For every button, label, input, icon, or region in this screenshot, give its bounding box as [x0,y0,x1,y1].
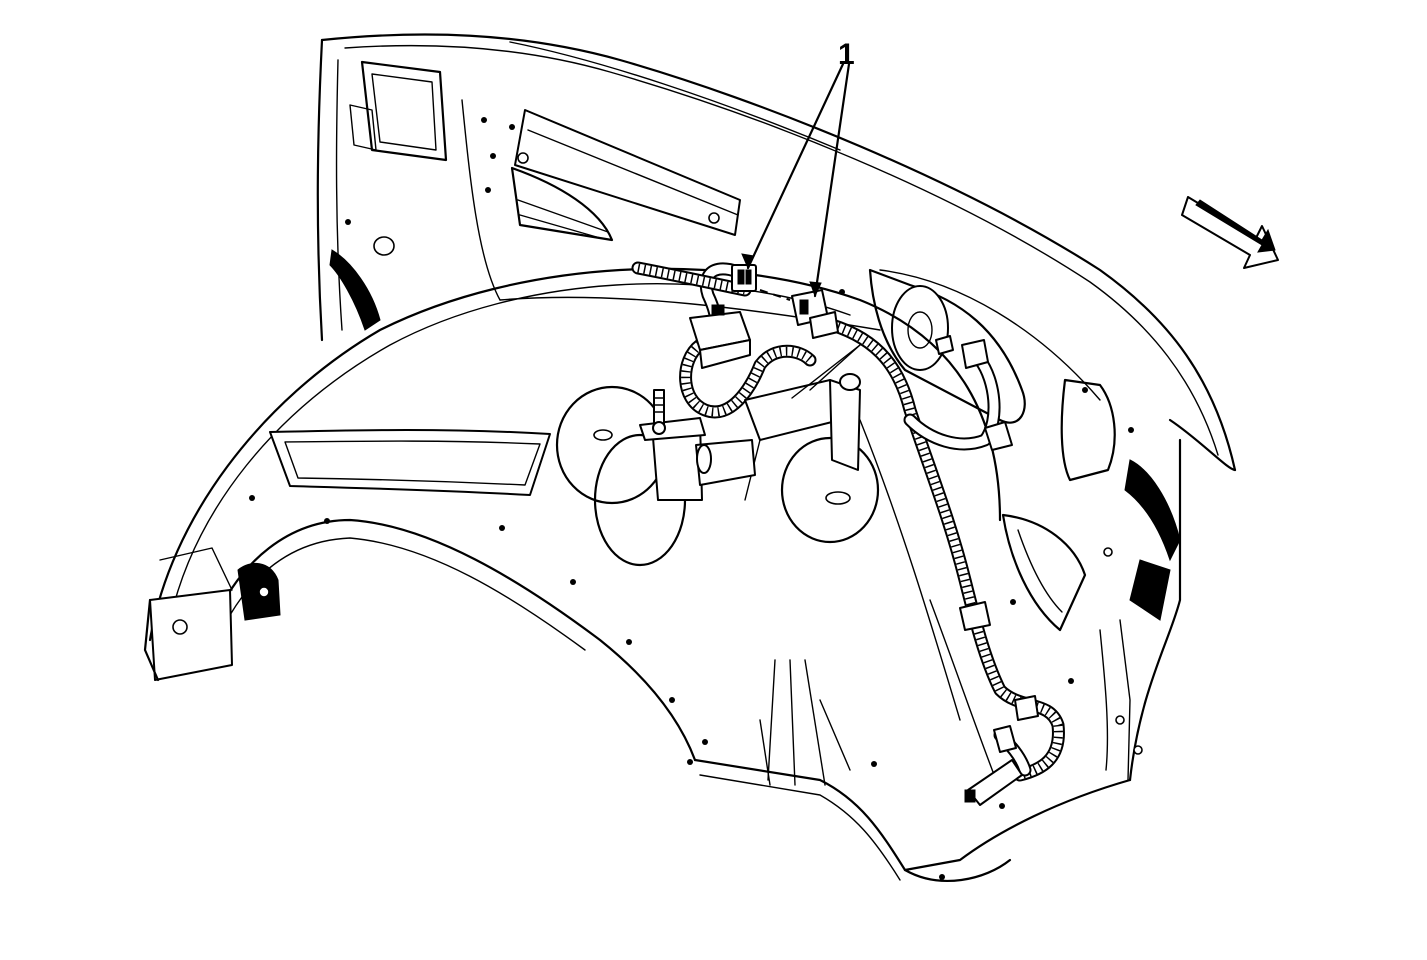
callout-label-1: 1 [838,38,855,71]
wheelhouse-arch [143,117,1134,882]
components [639,264,1039,806]
callout-1-leaders [741,62,851,298]
wiring-harness [631,261,1065,782]
inner-fender-panel [316,33,1237,782]
forward-direction-arrow-icon [1181,196,1279,269]
